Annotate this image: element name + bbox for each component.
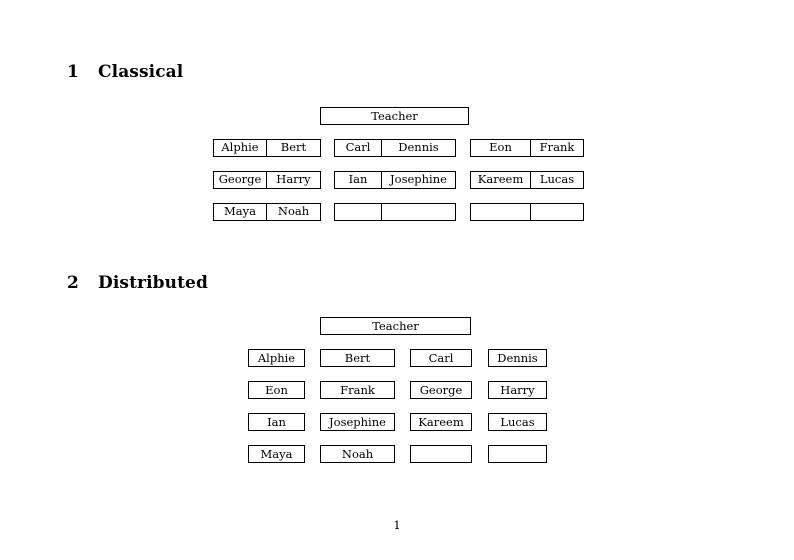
table-row: Carl Dennis [334, 139, 456, 157]
distributed-grid: Alphie Bert Carl Dennis Eon Frank George… [248, 349, 547, 463]
cell-student: Carl [410, 349, 472, 367]
section-title: Classical [98, 62, 184, 82]
table-row: Ian Josephine [334, 171, 456, 189]
cell-student: Ian [248, 413, 305, 431]
cell-student: Noah [267, 203, 321, 221]
classical-group-2: Carl Dennis Ian Josephine [334, 139, 456, 221]
table-row: Ian Josephine Kareem Lucas [248, 413, 547, 431]
cell-student: George [410, 381, 472, 399]
table-row: George Harry [213, 171, 321, 189]
cell-student: Bert [267, 139, 321, 157]
cell-student: Carl [334, 139, 382, 157]
table-row: Eon Frank [470, 139, 584, 157]
cell-student: Kareem [470, 171, 531, 189]
cell-student: Josephine [382, 171, 456, 189]
teacher-box-distributed: Teacher [320, 317, 471, 335]
cell-student-empty [334, 203, 382, 221]
cell-student: Frank [531, 139, 584, 157]
cell-student-empty [470, 203, 531, 221]
cell-student: Eon [248, 381, 305, 399]
cell-student-empty [488, 445, 547, 463]
table-row: Alphie Bert Carl Dennis [248, 349, 547, 367]
table-row: Maya Noah [213, 203, 321, 221]
table-row [334, 203, 456, 221]
cell-student: Josephine [320, 413, 395, 431]
teacher-box-classical: Teacher [320, 107, 469, 125]
cell-student: Alphie [248, 349, 305, 367]
table-row: Maya Noah [248, 445, 547, 463]
cell-student: Alphie [213, 139, 267, 157]
cell-student: Lucas [488, 413, 547, 431]
cell-student-empty [531, 203, 584, 221]
cell-student: Ian [334, 171, 382, 189]
classical-group-3: Eon Frank Kareem Lucas [470, 139, 584, 221]
cell-student: Maya [213, 203, 267, 221]
section-title: Distributed [98, 273, 208, 293]
section-number: 2 [67, 273, 79, 293]
cell-student: Eon [470, 139, 531, 157]
cell-student: Dennis [488, 349, 547, 367]
cell-student-empty [382, 203, 456, 221]
table-row: Alphie Bert [213, 139, 321, 157]
cell-student: Noah [320, 445, 395, 463]
section-number: 1 [67, 62, 79, 82]
cell-student-empty [410, 445, 472, 463]
page-number: 1 [393, 518, 401, 532]
section-heading-classical: 1 Classical [67, 64, 183, 81]
table-row: Kareem Lucas [470, 171, 584, 189]
cell-student: Harry [267, 171, 321, 189]
cell-student: Kareem [410, 413, 472, 431]
cell-student: Dennis [382, 139, 456, 157]
table-row: Eon Frank George Harry [248, 381, 547, 399]
classical-group-1: Alphie Bert George Harry Maya Noah [213, 139, 321, 221]
cell-student: Harry [488, 381, 547, 399]
cell-student: Frank [320, 381, 395, 399]
cell-student: George [213, 171, 267, 189]
section-heading-distributed: 2 Distributed [67, 275, 208, 292]
cell-student: Lucas [531, 171, 584, 189]
table-row [470, 203, 584, 221]
cell-student: Maya [248, 445, 305, 463]
cell-student: Bert [320, 349, 395, 367]
